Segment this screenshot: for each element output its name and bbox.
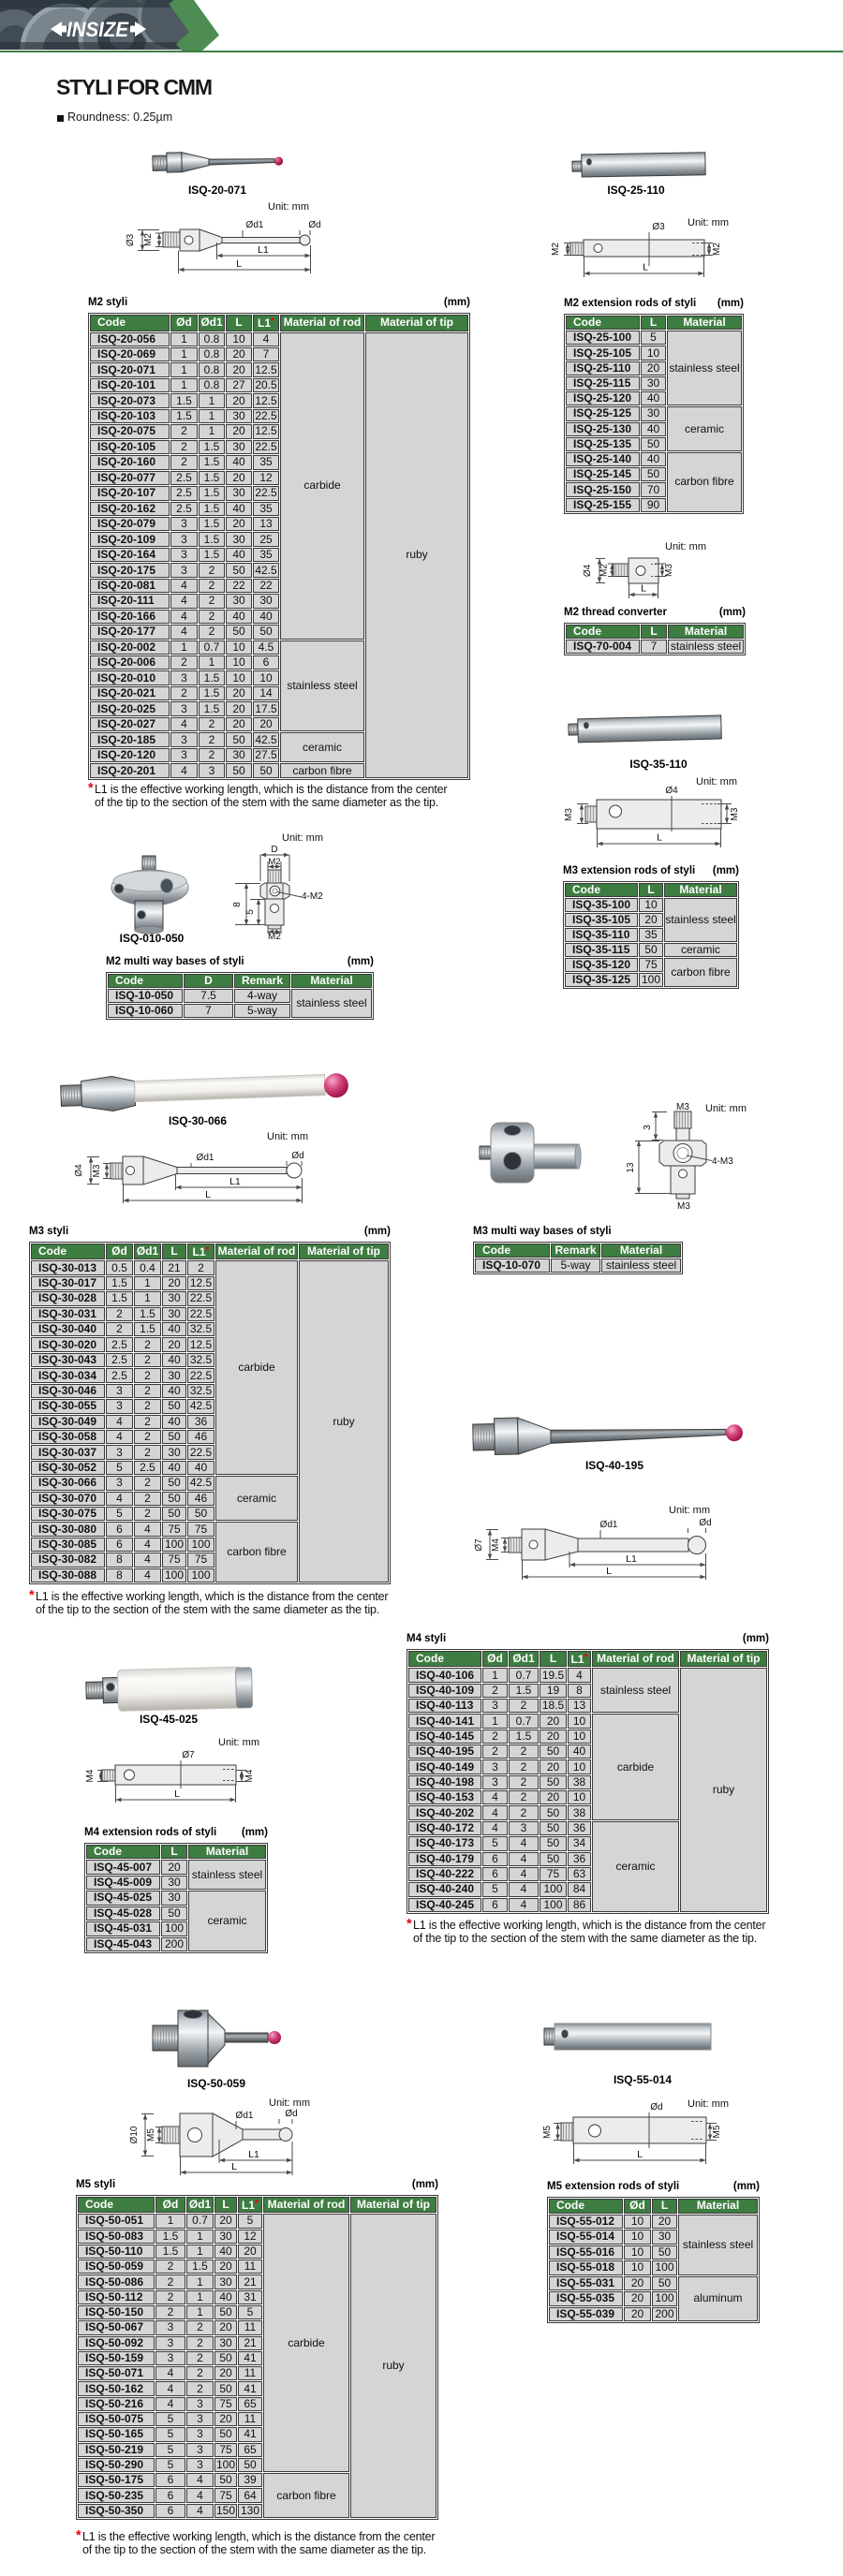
svg-text:L1: L1	[248, 2149, 259, 2160]
svg-text:Ød: Ød	[650, 2102, 662, 2112]
svg-text:Ø3: Ø3	[126, 233, 136, 246]
svg-text:M3: M3	[92, 1164, 102, 1177]
svg-text:M4: M4	[491, 1538, 501, 1552]
svg-text:Ød1: Ød1	[236, 2111, 254, 2121]
svg-text:L1: L1	[626, 1553, 637, 1565]
svg-text:13: 13	[626, 1162, 636, 1173]
svg-text:4-M2: 4-M2	[302, 891, 323, 902]
svg-text:L: L	[643, 262, 648, 273]
svg-text:Unit: mm: Unit: mm	[665, 541, 706, 552]
svg-text:L: L	[231, 2161, 237, 2172]
svg-text:Ød1: Ød1	[246, 220, 264, 230]
svg-text:Ød: Ød	[308, 220, 320, 230]
svg-text:Ød1: Ød1	[600, 1520, 618, 1530]
svg-text:M3: M3	[677, 1201, 690, 1212]
svg-text:Unit: mm: Unit: mm	[218, 1737, 259, 1748]
svg-text:Ød: Ød	[285, 2109, 297, 2119]
svg-text:Unit: mm: Unit: mm	[268, 201, 309, 213]
svg-text:L1: L1	[258, 244, 269, 256]
svg-text:Ød1: Ød1	[197, 1153, 214, 1163]
svg-text:M2: M2	[712, 243, 722, 256]
svg-text:M5: M5	[542, 2126, 553, 2139]
svg-text:M2: M2	[551, 243, 561, 256]
svg-text:Ø4: Ø4	[75, 1164, 84, 1177]
svg-text:Ø4: Ø4	[665, 786, 678, 796]
svg-text:L: L	[637, 2149, 643, 2160]
svg-text:Ø7: Ø7	[474, 1538, 484, 1552]
svg-text:M2: M2	[268, 857, 280, 867]
svg-text:Ød: Ød	[699, 1518, 711, 1528]
svg-text:Unit: mm: Unit: mm	[269, 2098, 310, 2109]
svg-text:Ø4: Ø4	[583, 564, 593, 577]
svg-text:L: L	[174, 1788, 180, 1800]
svg-text:INSIZE: INSIZE	[67, 18, 129, 41]
svg-text:M3: M3	[664, 564, 674, 577]
svg-text:M2: M2	[599, 564, 610, 577]
svg-text:Ø10: Ø10	[129, 2126, 140, 2143]
svg-text:M3: M3	[564, 808, 574, 821]
svg-text:M3: M3	[676, 1102, 689, 1112]
svg-text:M2: M2	[268, 932, 281, 942]
svg-text:Ø7: Ø7	[182, 1750, 195, 1760]
svg-text:M2: M2	[143, 233, 154, 246]
svg-text:Unit: mm: Unit: mm	[267, 1131, 308, 1142]
svg-text:D: D	[271, 845, 277, 855]
svg-text:Unit: mm: Unit: mm	[282, 832, 323, 844]
svg-text:Unit: mm: Unit: mm	[688, 2098, 729, 2110]
svg-text:L: L	[657, 832, 662, 844]
svg-text:Ød: Ød	[291, 1151, 303, 1161]
svg-text:M5: M5	[712, 2125, 722, 2138]
svg-text:L: L	[236, 258, 242, 270]
svg-text:Unit: mm: Unit: mm	[696, 776, 737, 788]
svg-text:L: L	[606, 1566, 612, 1577]
svg-text:M4: M4	[244, 1769, 255, 1782]
svg-text:Unit: mm: Unit: mm	[688, 217, 729, 228]
svg-text:8: 8	[232, 902, 243, 907]
svg-text:M5: M5	[146, 2128, 156, 2142]
svg-text:L: L	[641, 583, 646, 595]
svg-text:L1: L1	[229, 1176, 241, 1187]
svg-text:Ø3: Ø3	[652, 222, 665, 232]
svg-text:L: L	[205, 1189, 211, 1200]
svg-text:Unit: mm: Unit: mm	[705, 1103, 747, 1114]
svg-text:M3: M3	[730, 807, 740, 820]
svg-text:5: 5	[245, 909, 256, 915]
svg-text:4-M3: 4-M3	[712, 1156, 733, 1167]
svg-text:M4: M4	[85, 1769, 96, 1782]
svg-text:Unit: mm: Unit: mm	[669, 1505, 710, 1516]
svg-text:3: 3	[643, 1125, 653, 1130]
